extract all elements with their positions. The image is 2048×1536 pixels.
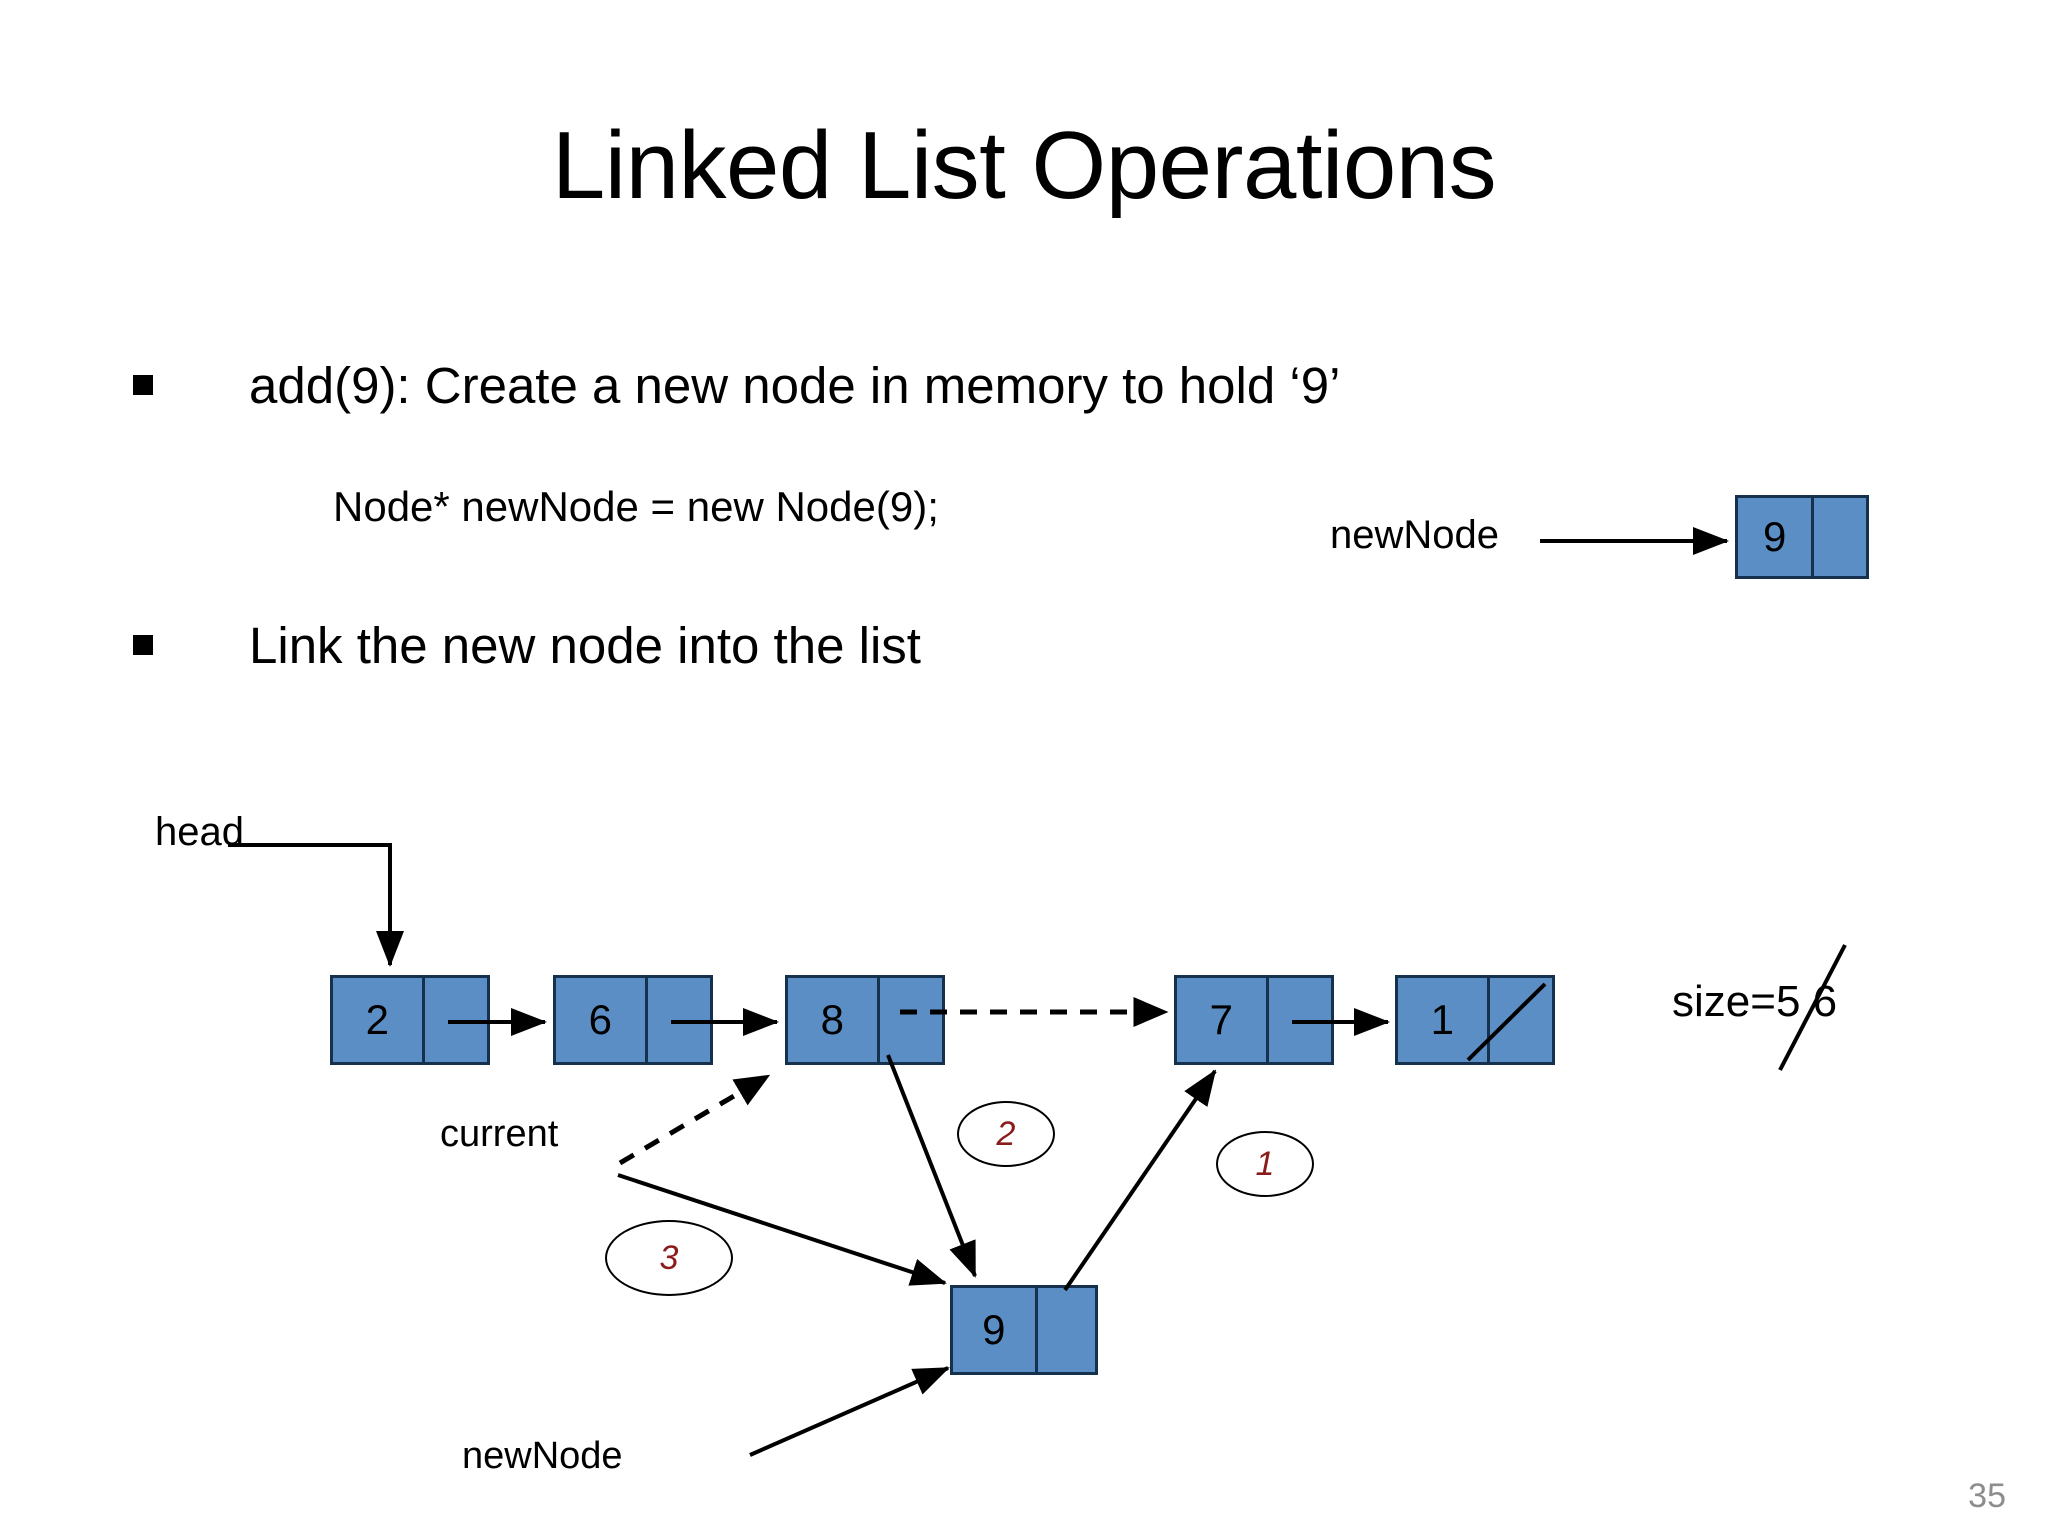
node-value: 9 (982, 1306, 1006, 1353)
node-pointer-cell (1811, 498, 1866, 576)
arrow-node8-to-newnode (886, 1054, 977, 1278)
node-box-7: 7 (1174, 975, 1334, 1065)
node-box-2: 2 (330, 975, 490, 1065)
node-pointer-cell (876, 978, 942, 1062)
step-circle-label: 1 (1255, 1144, 1275, 1183)
newnode-pointer-label: newNode (1330, 513, 1500, 557)
node-pointer-cell (1034, 1288, 1095, 1372)
arrow-newnode-to-node7 (1063, 1069, 1217, 1292)
newnode-bottom-label: newNode (462, 1435, 623, 1477)
bullet-item-label: add(9): Create a new node in memory to h… (249, 357, 1341, 414)
page-number: 35 (1968, 1477, 2006, 1515)
size-label: size=5 6 (1672, 977, 1838, 1026)
node-value: 9 (1762, 513, 1787, 560)
node-box-6: 6 (553, 975, 713, 1065)
node-value: 2 (365, 996, 389, 1043)
bullet-item-link: Link the new node into the list (133, 620, 921, 671)
current-pointer-label: current (440, 1113, 559, 1155)
bullet-item-label: Link the new node into the list (249, 617, 921, 674)
node-box-8: 8 (785, 975, 945, 1065)
node-value: 6 (588, 996, 612, 1043)
head-pointer-label: head (155, 810, 244, 854)
node-pointer-cell (421, 978, 487, 1062)
step-circle-2: 2 (957, 1101, 1055, 1167)
node-pointer-cell (1265, 978, 1331, 1062)
node-value: 8 (820, 996, 844, 1043)
step-circle-label: 3 (659, 1238, 679, 1277)
node-pointer-cell (644, 978, 710, 1062)
node-box-newnode-bottom: 9 (950, 1285, 1098, 1375)
square-bullet-icon (133, 635, 153, 655)
step-circle-label: 2 (996, 1114, 1016, 1153)
arrow-newnode-label-to-node (749, 1366, 950, 1457)
code-snippet: Node* newNode = new Node(9); (333, 483, 939, 530)
step-circle-1: 1 (1216, 1131, 1314, 1197)
page-title: Linked List Operations (551, 112, 1497, 219)
node-pointer-cell-null (1486, 978, 1552, 1062)
node-box-newnode-top: 9 (1735, 495, 1869, 579)
bullet-item-add: add(9): Create a new node in memory to h… (133, 360, 1340, 411)
arrow-head-to-node-2 (228, 843, 404, 967)
node-value: 7 (1209, 996, 1233, 1043)
node-value: 1 (1430, 996, 1454, 1043)
node-box-1: 1 (1395, 975, 1555, 1065)
square-bullet-icon (133, 375, 153, 395)
arrow-current-to-node8-dashed (618, 1073, 771, 1166)
step-circle-3: 3 (605, 1220, 733, 1296)
